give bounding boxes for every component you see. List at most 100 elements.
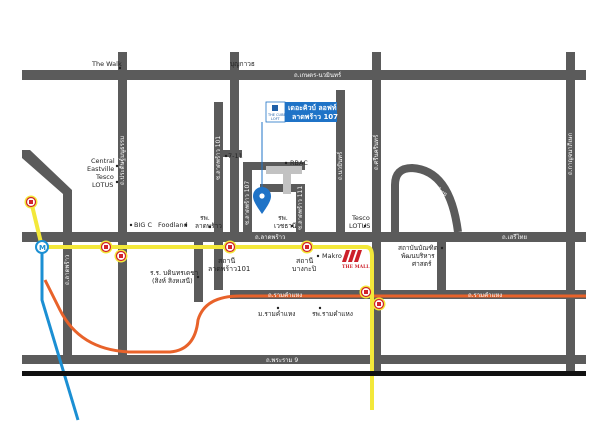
poi-tesco2-1: Tesco [351,214,370,222]
label-rama9: ถ.พระราม 9 [266,357,298,364]
poi-dot-ramkhamhaeng-univ [276,306,280,310]
yellow-line [28,196,374,410]
label-soi-111: ซ.ลาดพร้าว 111 [297,186,304,230]
road-vertical-b [214,102,223,290]
label-soi-107: ซ.ลาดพร้าว 107 [244,181,251,225]
train-station-icon[interactable] [223,240,237,254]
train-station-icon[interactable] [114,249,128,263]
train-station-icon[interactable] [300,240,314,254]
poi-dot-sw-lat-phrao [208,225,212,229]
road-light-grey-2 [283,166,291,194]
label-lat-phrao: ถ.ลาดพร้าว [255,234,285,241]
poi-dot-rbac [284,161,288,165]
road-vertical-a [118,52,127,362]
poi-dot-central [115,164,119,168]
poi-dot-school [196,275,200,279]
poi-tesco-1: Tesco [95,173,114,181]
station-bang-kapi-1: สถานี [296,257,313,265]
road-vertical-g [566,52,575,372]
poi-group: The Walk บุญกาวธ Central Eastville Tesco… [87,60,444,318]
project-name-line2: ลาดพร้าว 107 [292,112,338,121]
road-network [22,52,586,372]
road-connector-2 [260,184,305,192]
poi-sw-wetchani-2: เวชธานี [274,222,297,230]
poi-sw-lat-phrao-2: ลาดพร้าว [195,222,222,230]
label-road-a: ถ.ประดิษฐ์มนูธรรม [118,136,126,185]
poi-sw-lat-phrao-1: รพ. [200,214,210,222]
station-lat-phrao-101-2: ลาดพร้าว101 [208,265,250,273]
poi-seven-eleven: 7-11 [228,152,243,160]
poi-makro: Makro [322,252,342,260]
road-soi-111 [296,190,305,238]
road-soi-101-lower [194,232,203,302]
road-connector-711 [214,150,242,157]
svg-text:M: M [39,244,46,252]
label-soi-101: ซ.ลาดพร้าว 101 [215,136,222,180]
label-ramkhamhaeng-right: ถ.รามคำแหง [468,292,502,299]
poi-bunyarat: บุญกาวธ [230,60,255,68]
road-rama9 [22,355,586,364]
label-road-g: ถ.กาญจนาภิเษก [567,132,574,175]
label-road-e-lower: ถ.ร่มเกล้า [381,200,388,225]
poi-the-walk: The Walk [91,60,122,68]
poi-tesco2-2: LOTUS [349,222,370,230]
poi-ramkhamhaeng-hosp: รพ.รามคำแหง [312,310,353,318]
road-kaset-nawamin [22,70,586,80]
train-station-icon[interactable] [24,195,38,209]
poi-central-1: Central [91,157,115,165]
poi-institute-3: ศาสตร์ [412,260,432,268]
label-road-d: ถ.นวมินทร์ [336,151,344,180]
the-mall-logo: THE MALL [342,250,370,270]
label-serithai: ถ.เสรีไทย [502,233,527,241]
road-curve-serithai [391,163,462,240]
poi-foodland: Foodland [158,221,188,229]
poi-dot-institute [440,246,444,250]
station-bang-kapi-2: บางกะปิ [292,265,317,273]
station-markers: M สถานี ลาดพร้าว101 สถานี บางกะปิ [24,195,386,311]
orange-line [43,279,586,354]
label-kaset-nawamin: ถ.เกษตร-นวมินทร์ [294,71,342,79]
poi-school-1: ร.ร. บดินทรเดชา [150,269,199,277]
train-station-icon[interactable] [99,240,113,254]
poi-institute-1: สถาบันบัณฑิต [398,244,438,252]
road-soi-107-top [243,162,252,238]
poi-institute-2: พัฒนบริหาร [401,252,435,260]
poi-ramkhamhaeng-univ: ม.รามคำแหง [258,310,295,318]
poi-sw-wetchani-1: รพ. [278,214,288,222]
road-vertical-d [336,90,345,240]
poi-dot-tesco [115,180,119,184]
train-station-icon[interactable] [359,285,373,299]
poi-dot-sw-wetchani [290,224,294,228]
the-mall-label: THE MALL [342,264,370,270]
road-left-diagonal [22,150,72,362]
railway [22,371,586,376]
poi-dot-foodland [184,223,188,227]
poi-central-2: Eastville [87,165,114,173]
poi-big-c: BIG C [134,221,152,229]
mrt-logo-icon[interactable]: M [35,240,49,254]
cube-icon [272,105,278,111]
road-vertical-f [437,240,446,298]
poi-dot-711 [224,154,228,158]
road-vertical-c [230,52,239,236]
poi-dot-big-c [129,223,133,227]
poi-dot-tesco2 [363,224,367,228]
poi-tesco-2: LOTUS [92,181,113,189]
poi-dot-makro [316,254,320,258]
project-marker[interactable]: THE CUBE LOFT เดอะคิวบ์ ลอฟท์ ลาดพร้าว 1… [253,101,338,214]
project-name-box [285,102,337,122]
project-name-line1: เดอะคิวบ์ ลอฟท์ [288,103,337,112]
station-lat-phrao-101-1: สถานี [218,257,235,265]
label-road-e: ถ.ศรีนครินทร์ [372,134,380,170]
poi-rbac: RBAC [290,159,308,167]
location-pin-icon[interactable] [253,187,271,214]
label-ramkhamhaeng: ถ.รามคำแหง [268,292,302,299]
road-vertical-e [372,52,381,372]
mrt-blue-line [40,247,80,421]
train-station-icon[interactable] [372,297,386,311]
poi-dot-ramkhamhaeng-hosp [318,306,322,310]
project-logo-line2: LOFT [271,117,281,121]
poi-school-2: (สิงห์ สิงหเสนี) [152,277,193,285]
